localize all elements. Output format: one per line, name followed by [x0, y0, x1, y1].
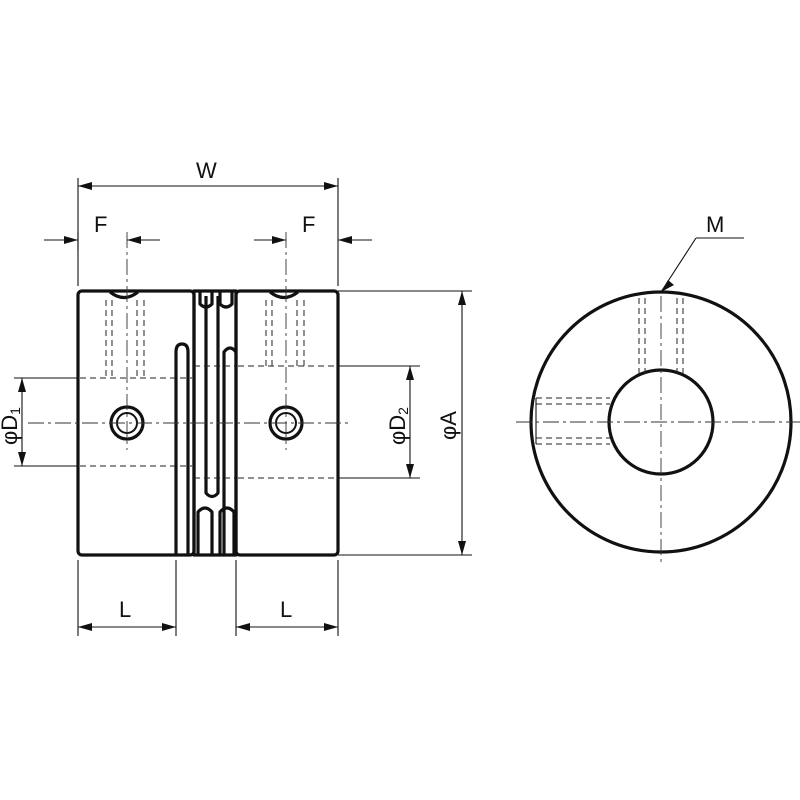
- left-slit: [174, 342, 190, 555]
- label-D2-sub: 2: [395, 407, 411, 415]
- dimension-A: φA: [338, 290, 472, 556]
- label-D1-sub: 1: [7, 407, 23, 415]
- bottom-notch-2: [218, 506, 236, 555]
- label-M: M: [706, 212, 724, 237]
- dimension-L-left: L: [77, 560, 177, 636]
- label-D1-main: D: [0, 415, 22, 431]
- right-screw-top-arc: [269, 290, 299, 300]
- label-D2-main: D: [385, 415, 410, 431]
- top-notch-2: [218, 291, 234, 309]
- dimension-D1: φD1: [0, 377, 78, 467]
- label-F-left: F: [94, 212, 107, 237]
- label-D2-phi: φ: [385, 431, 410, 445]
- dimension-F-right: F: [254, 212, 372, 244]
- label-W: W: [196, 158, 217, 183]
- middle-body: [192, 289, 238, 557]
- svg-text:φD2: φD2: [385, 407, 411, 445]
- end-view: M: [516, 212, 800, 562]
- label-A-phi: φ: [436, 426, 461, 440]
- bottom-notch-1: [196, 506, 214, 555]
- label-A-main: A: [436, 411, 461, 426]
- label-D1-phi: φ: [0, 431, 22, 445]
- label-L-right: L: [280, 597, 292, 622]
- dimension-F-left: F: [44, 212, 160, 250]
- dimension-D2: φD2: [338, 365, 420, 479]
- inner-slit-top: [204, 296, 220, 499]
- dimension-L-right: L: [235, 560, 339, 636]
- label-L-left: L: [119, 597, 131, 622]
- left-screw-top-arc: [109, 290, 139, 300]
- label-F-right: F: [302, 212, 315, 237]
- dimension-W: W: [77, 158, 339, 286]
- svg-text:φD1: φD1: [0, 407, 23, 445]
- svg-text:φA: φA: [436, 411, 461, 440]
